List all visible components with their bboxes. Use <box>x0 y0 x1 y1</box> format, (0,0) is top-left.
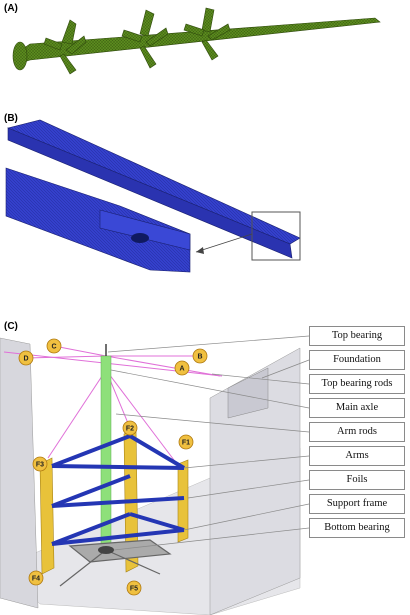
marker-f5: F5 <box>126 580 142 596</box>
callout-support-frame: Support frame <box>309 494 405 514</box>
svg-text:F4: F4 <box>32 576 40 583</box>
callout-bottom-bearing: Bottom bearing <box>309 518 405 538</box>
marker-group: C D B A F1 F2 F3 F4 F5 <box>18 338 208 596</box>
shaft-flange <box>12 41 28 71</box>
svg-text:D: D <box>23 356 28 363</box>
shaft-mesh-model <box>12 7 381 75</box>
zoom-frame <box>251 211 301 261</box>
top-bearing-rods <box>3 345 223 469</box>
foil-1 <box>39 457 55 575</box>
svg-text:F1: F1 <box>182 440 190 447</box>
zoom-arrow <box>195 233 253 253</box>
marker-c: C <box>46 338 62 354</box>
foil-3 <box>177 459 189 543</box>
svg-text:B: B <box>197 354 202 361</box>
zoom-step <box>99 209 191 251</box>
bottom-bearing <box>98 546 114 554</box>
foundation-block <box>227 367 269 419</box>
marker-b: B <box>192 348 208 364</box>
svg-text:F3: F3 <box>36 462 44 469</box>
marker-d: D <box>18 350 34 366</box>
svg-text:A: A <box>179 366 184 373</box>
svg-text:C: C <box>51 344 56 351</box>
callout-foils: Foils <box>309 470 405 490</box>
callout-arms: Arms <box>309 446 405 466</box>
arm-mesh-model <box>5 119 301 273</box>
leader-lines <box>107 335 310 551</box>
zoom-hole <box>131 233 149 243</box>
panel-b-letter: (B) <box>4 113 18 124</box>
arms <box>51 434 186 546</box>
zoom-section <box>5 167 191 273</box>
marker-f1: F1 <box>178 434 194 450</box>
callout-main-axle: Main axle <box>309 398 405 418</box>
marker-a: A <box>174 360 190 376</box>
svg-text:F2: F2 <box>126 426 134 433</box>
panel-c: (C) <box>0 318 410 615</box>
marker-f2: F2 <box>122 420 138 436</box>
panel-a-letter: (A) <box>4 3 18 14</box>
support-frame <box>59 539 172 587</box>
callout-foundation: Foundation <box>309 350 405 370</box>
hub-1 <box>43 19 87 75</box>
panel-a: (A) <box>0 0 410 100</box>
main-axle <box>100 355 112 547</box>
callout-top-bearing: Top bearing <box>309 326 405 346</box>
panel-b: (B) <box>0 110 410 290</box>
left-wall <box>0 337 39 609</box>
marker-f4: F4 <box>28 570 44 586</box>
callout-top-bearing-rods: Top bearing rods <box>309 374 405 394</box>
callout-arm-rods: Arm rods <box>309 422 405 442</box>
turbine-assembly: C D B A F1 F2 F3 F4 F5 <box>0 335 310 615</box>
beam-side-face <box>7 127 293 259</box>
svg-text:F5: F5 <box>130 586 138 593</box>
hub-3 <box>183 7 231 61</box>
hub-2 <box>121 9 169 69</box>
marker-f3: F3 <box>32 456 48 472</box>
panel-c-letter: (C) <box>4 321 18 332</box>
